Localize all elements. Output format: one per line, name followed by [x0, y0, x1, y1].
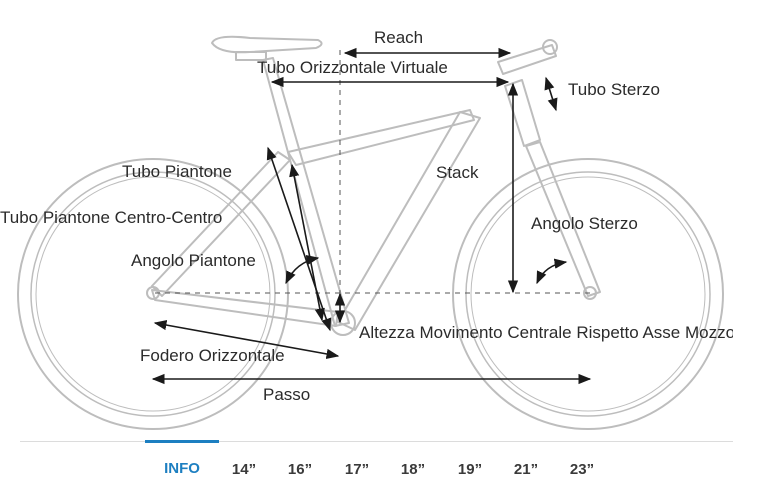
front-wheel [452, 158, 724, 430]
tab-size-18[interactable]: 18” [400, 461, 426, 478]
tab-size-19[interactable]: 19” [457, 461, 483, 478]
reference-lines [155, 50, 592, 300]
label-chainstay: Fodero Orizzontale [140, 346, 285, 365]
tab-size-17[interactable]: 17” [344, 461, 370, 478]
size-tab-bar: INFO 14” 16” 17” 18” 19” 21” 23” [20, 440, 733, 497]
measurement-arrows [151, 47, 592, 385]
label-head-angle: Angolo Sterzo [531, 214, 638, 233]
label-reach: Reach [374, 28, 424, 47]
tab-size-21[interactable]: 21” [513, 461, 539, 478]
tab-size-16[interactable]: 16” [287, 461, 313, 478]
label-head-tube: Tubo Sterzo [568, 80, 660, 99]
label-seat-angle: Angolo Piantone [131, 251, 256, 270]
tab-size-14[interactable]: 14” [231, 461, 257, 478]
tab-size-23[interactable]: 23” [569, 461, 595, 478]
label-wheelbase: Passo [263, 385, 311, 404]
label-stack: Stack [436, 163, 479, 182]
bike-frame-drawing [17, 35, 724, 430]
label-seat-tube-center-center: Tubo Piantone Centro-Centro [0, 208, 223, 227]
label-bb-drop: Altezza Movimento Centrale Rispetto Asse… [359, 323, 733, 342]
label-virtual-top-tube: Tubo Orizzontale Virtuale [257, 58, 448, 77]
tab-info[interactable]: INFO [145, 440, 219, 497]
label-seat-tube: Tubo Piantone [122, 162, 232, 181]
